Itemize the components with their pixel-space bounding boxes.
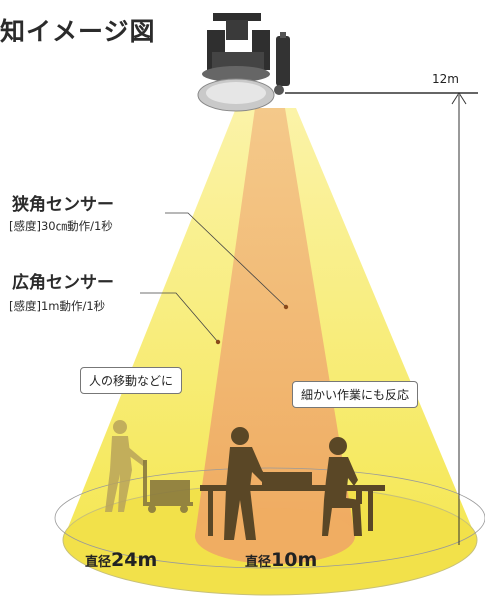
- page-title: 知イメージ図: [0, 17, 156, 46]
- wide-sensor-title: 広角センサー: [12, 273, 114, 293]
- floor-outline: [54, 467, 485, 569]
- fine-work-callout: 細かい作業にも反応: [292, 381, 419, 408]
- height-arrow-head-icon: [451, 92, 467, 105]
- light-fixture-icon: [197, 13, 290, 112]
- walking-person-silhouette: [105, 420, 146, 512]
- narrow-sensor-leader: [165, 212, 287, 308]
- wide-sensor-spec: [感度]1m動作/1秒: [9, 299, 106, 313]
- narrow-sensor-title: 狭角センサー: [12, 195, 114, 215]
- wide-diameter-label: 直径24m: [85, 549, 157, 571]
- cart-silhouette: [143, 460, 193, 513]
- wide-sensor-leader-dot: [215, 339, 221, 345]
- wide-diameter-value: 24m: [111, 549, 158, 571]
- narrow-sensor-spec: [感度]30㎝動作/1秒: [9, 219, 113, 233]
- narrow-diameter-label: 直径10m: [245, 549, 317, 571]
- narrow-diameter-value: 10m: [271, 549, 318, 571]
- people-movement-callout: 人の移動などに: [80, 367, 183, 394]
- height-label: 12m: [432, 72, 459, 86]
- narrow-diameter-prefix: 直径: [245, 555, 272, 570]
- narrow-sensor-leader-dot: [283, 304, 289, 310]
- wide-sensor-leader: [140, 292, 219, 343]
- wide-diameter-prefix: 直径: [85, 555, 112, 570]
- workers-silhouette: [200, 427, 385, 540]
